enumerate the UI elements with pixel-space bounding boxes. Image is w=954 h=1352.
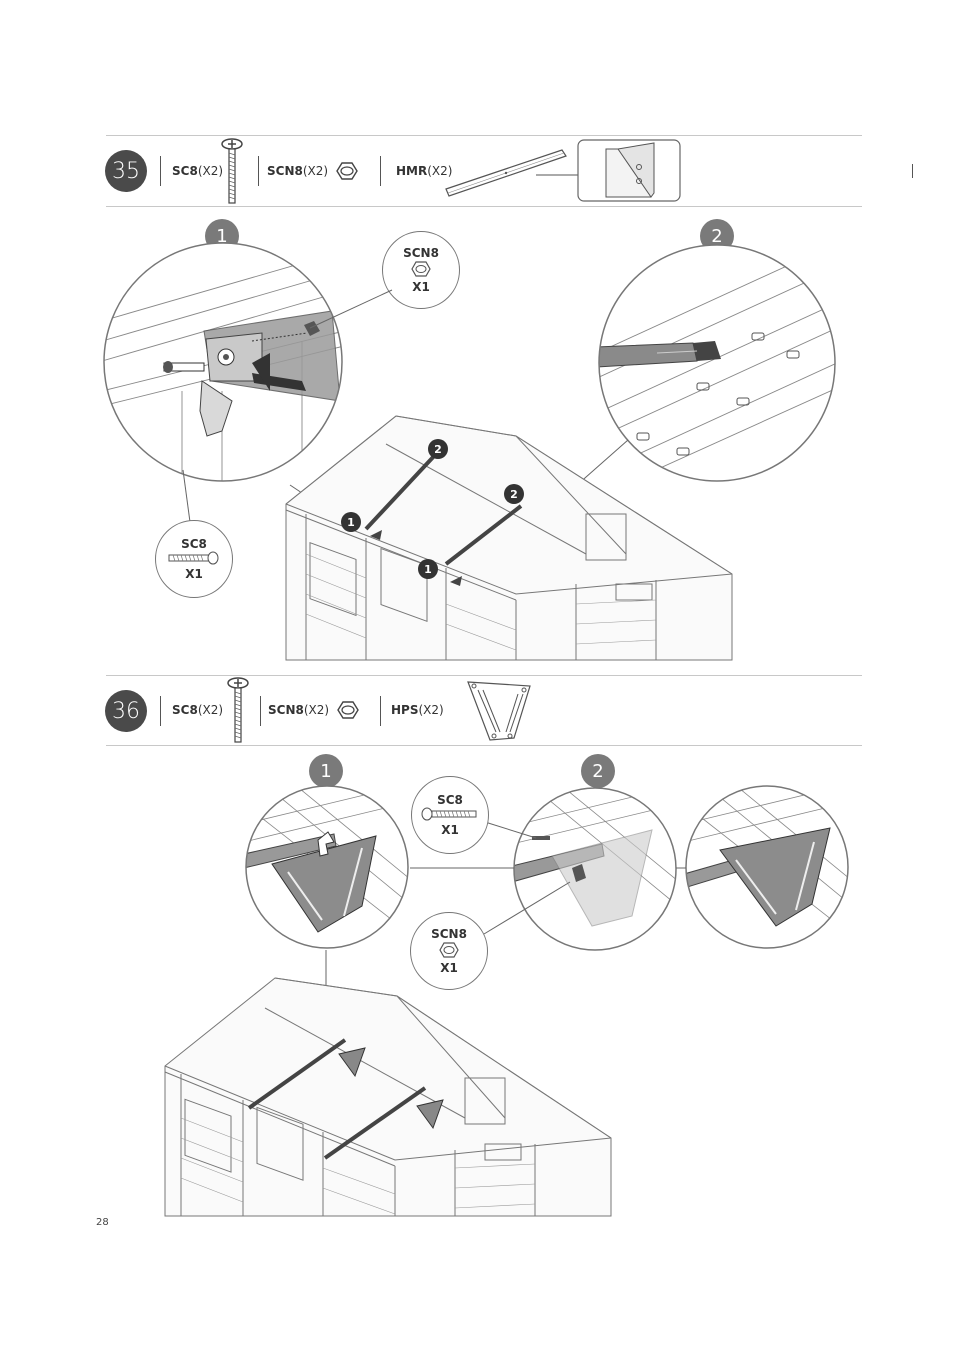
separator: [160, 696, 161, 726]
step-number-36: 36: [105, 690, 147, 732]
separator: [380, 696, 381, 726]
step35-top-rule: [106, 135, 862, 136]
edge-mark: [912, 164, 913, 178]
screw-icon: [168, 551, 219, 565]
step35-bottom-rule: [106, 206, 862, 207]
part-scn8: SCN8(X2): [267, 164, 329, 178]
marker-2: 2: [428, 439, 448, 459]
marker-1: 1: [341, 512, 361, 532]
step36-top-rule: [106, 675, 862, 676]
detail-view-2: [598, 244, 836, 482]
separator: [160, 156, 161, 186]
callout-scn8: SCN8 X1: [382, 231, 460, 309]
page-number: 28: [96, 1217, 109, 1228]
part-hps: HPS(X2): [391, 703, 444, 717]
detail-view-3: [685, 785, 849, 949]
step-number-35: 35: [105, 150, 147, 192]
marker-1: 1: [418, 559, 438, 579]
callout-scn8: SCN8 X1: [410, 912, 488, 990]
part-sc8: SC8(X2): [172, 164, 224, 178]
part-sc8: SC8(X2): [172, 703, 224, 717]
callout-sc8: SC8 X1: [155, 520, 233, 598]
separator: [260, 696, 261, 726]
nut-icon: [336, 162, 358, 180]
screw-icon: [221, 138, 243, 204]
bracket-icon: [467, 681, 531, 741]
marker-2: 2: [504, 484, 524, 504]
shed-illustration: [285, 415, 733, 661]
step36-bottom-rule: [106, 745, 862, 746]
nut-icon: [337, 701, 359, 719]
substep-badge-1: 1: [309, 754, 343, 788]
separator: [380, 156, 381, 186]
detail-view-1: [245, 785, 409, 949]
shed-illustration: [164, 977, 612, 1217]
part-scn8: SCN8(X2): [268, 703, 330, 717]
nut-icon: [439, 942, 459, 958]
screw-icon: [227, 677, 249, 743]
nut-icon: [411, 261, 431, 277]
screw-icon: [421, 807, 477, 821]
rail-icon: [445, 139, 681, 202]
detail-view-2: [513, 787, 677, 951]
part-hmr: HMR(X2): [396, 164, 453, 178]
detail-view-1: [103, 242, 343, 482]
substep-badge-2: 2: [581, 754, 615, 788]
callout-sc8: SC8 X1: [411, 776, 489, 854]
separator: [258, 156, 259, 186]
